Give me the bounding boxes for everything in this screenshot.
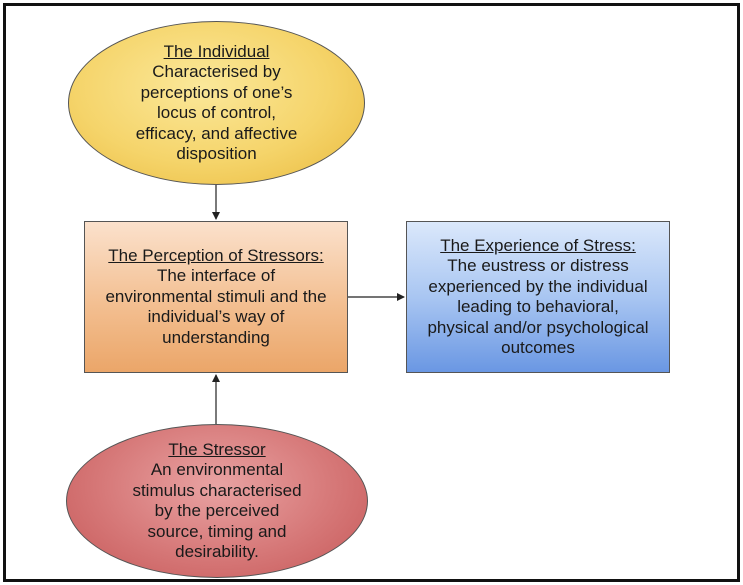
node-individual-line: perceptions of one’s <box>140 82 293 102</box>
node-individual-line: Characterised by <box>152 62 281 81</box>
node-experience-title: The Experience of Stress: <box>440 235 636 255</box>
node-experience-line: leading to behavioral, <box>457 297 619 316</box>
node-experience-line: physical and/or psychological <box>427 317 649 337</box>
node-stressor: The Stressor An environmental stimulus c… <box>66 424 368 578</box>
node-individual-line: locus of control, <box>156 103 277 122</box>
node-experience-line: experienced by the individual <box>428 276 648 296</box>
node-stressor-line: source, timing and <box>147 521 287 541</box>
node-perception-of-stressors: The Perception of Stressors: The interfa… <box>84 221 348 373</box>
node-perception-title: The Perception of Stressors: <box>108 245 324 265</box>
node-individual-title: The Individual <box>163 41 270 61</box>
node-perception-line: understanding <box>162 327 270 347</box>
node-stressor-line: desirability. <box>175 542 259 561</box>
node-individual-line: efficacy, and affective <box>135 123 298 143</box>
node-experience-line: outcomes <box>501 338 575 357</box>
diagram-frame <box>3 3 740 582</box>
node-individual: The Individual Characterised by percepti… <box>68 21 365 185</box>
node-perception-line: individual’s way of <box>147 307 285 327</box>
node-stressor-line: by the perceived <box>154 501 280 520</box>
node-experience-line: The eustress or distress <box>447 256 629 275</box>
node-individual-line: disposition <box>176 144 257 163</box>
node-stressor-line: An environmental <box>150 460 284 479</box>
node-perception-line: The interface of <box>156 266 276 286</box>
node-stressor-title: The Stressor <box>168 439 266 459</box>
node-perception-line: environmental stimuli and the <box>105 286 327 306</box>
node-stressor-line: stimulus characterised <box>132 480 302 500</box>
node-experience-of-stress: The Experience of Stress: The eustress o… <box>406 221 670 373</box>
